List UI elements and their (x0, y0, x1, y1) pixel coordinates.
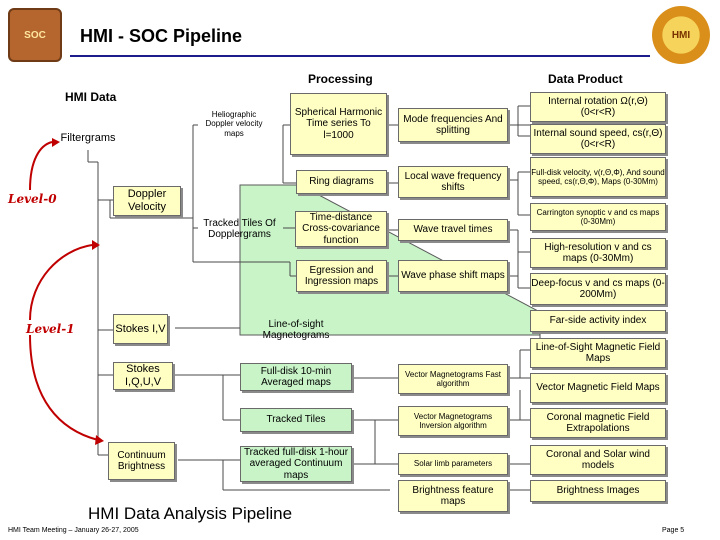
level-1-label: Level-1 (26, 322, 75, 336)
wave-phase-node: Wave phase shift maps (398, 260, 508, 292)
fulldisk-velocity-node: Full-disk velocity, v(r,Θ,Φ), And sound … (530, 157, 666, 197)
page-number: Page 5 (662, 527, 685, 534)
carrington-node: Carrington synoptic v and cs maps (0-30M… (530, 203, 666, 231)
filtergrams-node: Filtergrams (60, 131, 116, 144)
soc-logo: SOC (8, 8, 62, 62)
coronal-wind-node: Coronal and Solar wind models (530, 445, 666, 475)
fulldisk-10min-node: Full-disk 10-min Averaged maps (240, 363, 352, 391)
heliographic-doppler-node: Heliographic Doppler velocity maps (205, 110, 263, 138)
internal-rotation-node: Internal rotation Ω(r,Θ) (0<r<R) (530, 92, 666, 122)
doppler-velocity-node: Doppler Velocity (113, 186, 181, 216)
hmi-data-header: HMI Data (65, 90, 117, 104)
stokes-iv-node: Stokes I,V (113, 314, 168, 344)
brightness-images-node: Brightness Images (530, 480, 666, 502)
stokes-iquv-node: Stokes I,Q,U,V (113, 362, 173, 390)
wave-travel-node: Wave travel times (398, 219, 508, 241)
spherical-harmonic-node: Spherical Harmonic Time series To l=1000 (290, 93, 387, 155)
mode-frequencies-node: Mode frequencies And splitting (398, 108, 508, 142)
los-field-maps-node: Line-of-Sight Magnetic Field Maps (530, 338, 666, 368)
pipeline-title: HMI Data Analysis Pipeline (88, 504, 293, 523)
local-wave-node: Local wave frequency shifts (398, 166, 508, 198)
brightness-feature-node: Brightness feature maps (398, 480, 508, 512)
slide-title: HMI - SOC Pipeline (80, 26, 243, 46)
tracked-tiles-dopplergrams-node: Tracked Tiles Of Dopplergrams (203, 217, 276, 241)
line-of-sight-magnetograms-node: Line-of-sight Magnetograms (262, 318, 330, 342)
level-0-label: Level-0 (8, 192, 57, 206)
coronal-field-node: Coronal magnetic Field Extrapolations (530, 408, 666, 438)
time-distance-node: Time-distance Cross-covariance function (295, 211, 387, 247)
egression-ingression-node: Egression and Ingression maps (296, 260, 387, 292)
vector-field-maps-node: Vector Magnetic Field Maps (530, 373, 666, 403)
farside-activity-node: Far-side activity index (530, 310, 666, 332)
deep-focus-node: Deep-focus v and cs maps (0-200Mm) (530, 273, 666, 305)
tracked-fulldisk-node: Tracked full-disk 1-hour averaged Contin… (240, 446, 352, 482)
continuum-brightness-node: Continuum Brightness (108, 442, 175, 480)
high-resolution-node: High-resolution v and cs maps (0-30Mm) (530, 238, 666, 268)
hmi-logo: HMI (652, 6, 710, 64)
internal-sound-node: Internal sound speed, cs(r,Θ) (0<r<R) (530, 124, 666, 154)
tracked-tiles-node: Tracked Tiles (240, 408, 352, 432)
meeting-footer: HMI Team Meeting – January 26-27, 2005 (8, 527, 139, 534)
ring-diagrams-node: Ring diagrams (296, 170, 387, 194)
solar-limb-node: Solar limb parameters (398, 453, 508, 475)
vm-inversion-node: Vector Magnetograms Inversion algorithm (398, 406, 508, 436)
vm-fast-node: Vector Magnetograms Fast algorithm (398, 364, 508, 394)
title-rule (70, 55, 650, 57)
processing-header: Processing (308, 72, 373, 86)
data-product-header: Data Product (548, 72, 623, 86)
